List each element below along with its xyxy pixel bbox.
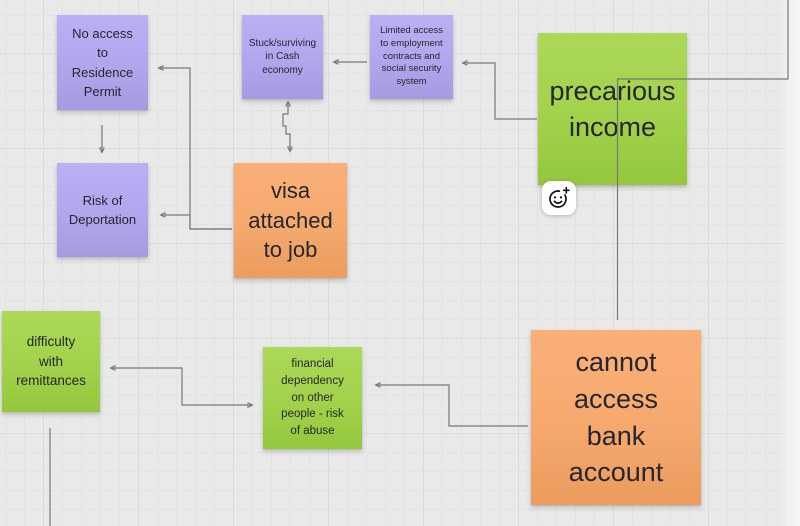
sticky-note-stuck-cash-economy[interactable]: Stuck/surviving in Cash economy	[242, 15, 323, 99]
sticky-note-text: precarious income	[549, 75, 676, 142]
sticky-note-text: difficulty with remittances	[16, 334, 86, 389]
frame-edge-strip	[778, 0, 800, 526]
connector-financial-dependency-to-difficulty[interactable]	[111, 368, 252, 405]
sticky-note-text: No access to Residence Permit	[71, 25, 134, 100]
sticky-note-text: Stuck/surviving in Cash economy	[248, 37, 317, 76]
connector-offscreen-to-cannot-bank[interactable]	[616, 0, 789, 320]
sticky-note-text: visa attached to job	[248, 178, 333, 263]
sticky-note-text: Risk of Deportation	[68, 192, 137, 228]
connector-visa-to-risk-deportation[interactable]	[161, 215, 232, 230]
sticky-note-difficulty-with-remittances[interactable]: difficulty with remittances	[2, 311, 100, 412]
sticky-note-text: cannot access bank account	[568, 347, 664, 488]
connector-visa-to-stuck-cash[interactable]	[282, 102, 290, 151]
add-reaction-smiley-icon	[549, 186, 570, 208]
sticky-note-cannot-access-bank-account[interactable]: cannot access bank account	[531, 330, 701, 505]
sticky-note-limited-access-contracts[interactable]: Limited access to employment contracts a…	[370, 15, 453, 99]
sticky-note-no-access-residence-permit[interactable]: No access to Residence Permit	[57, 15, 148, 110]
sticky-note-financial-dependency[interactable]: financial dependency on other people - r…	[263, 347, 362, 449]
sticky-note-visa-attached-to-job[interactable]: visa attached to job	[234, 163, 347, 278]
sticky-note-risk-of-deportation[interactable]: Risk of Deportation	[57, 163, 148, 257]
connector-cannot-bank-to-financial-dependency[interactable]	[376, 385, 528, 427]
sticky-note-text: Limited access to employment contracts a…	[380, 24, 443, 88]
add-reaction-button[interactable]	[542, 181, 576, 215]
connector-visa-to-no-access[interactable]	[159, 68, 232, 230]
connector-precarious-to-limited[interactable]	[463, 63, 537, 120]
sticky-note-text: financial dependency on other people - r…	[281, 358, 344, 437]
sticky-note-precarious-income[interactable]: precarious income	[538, 33, 687, 185]
